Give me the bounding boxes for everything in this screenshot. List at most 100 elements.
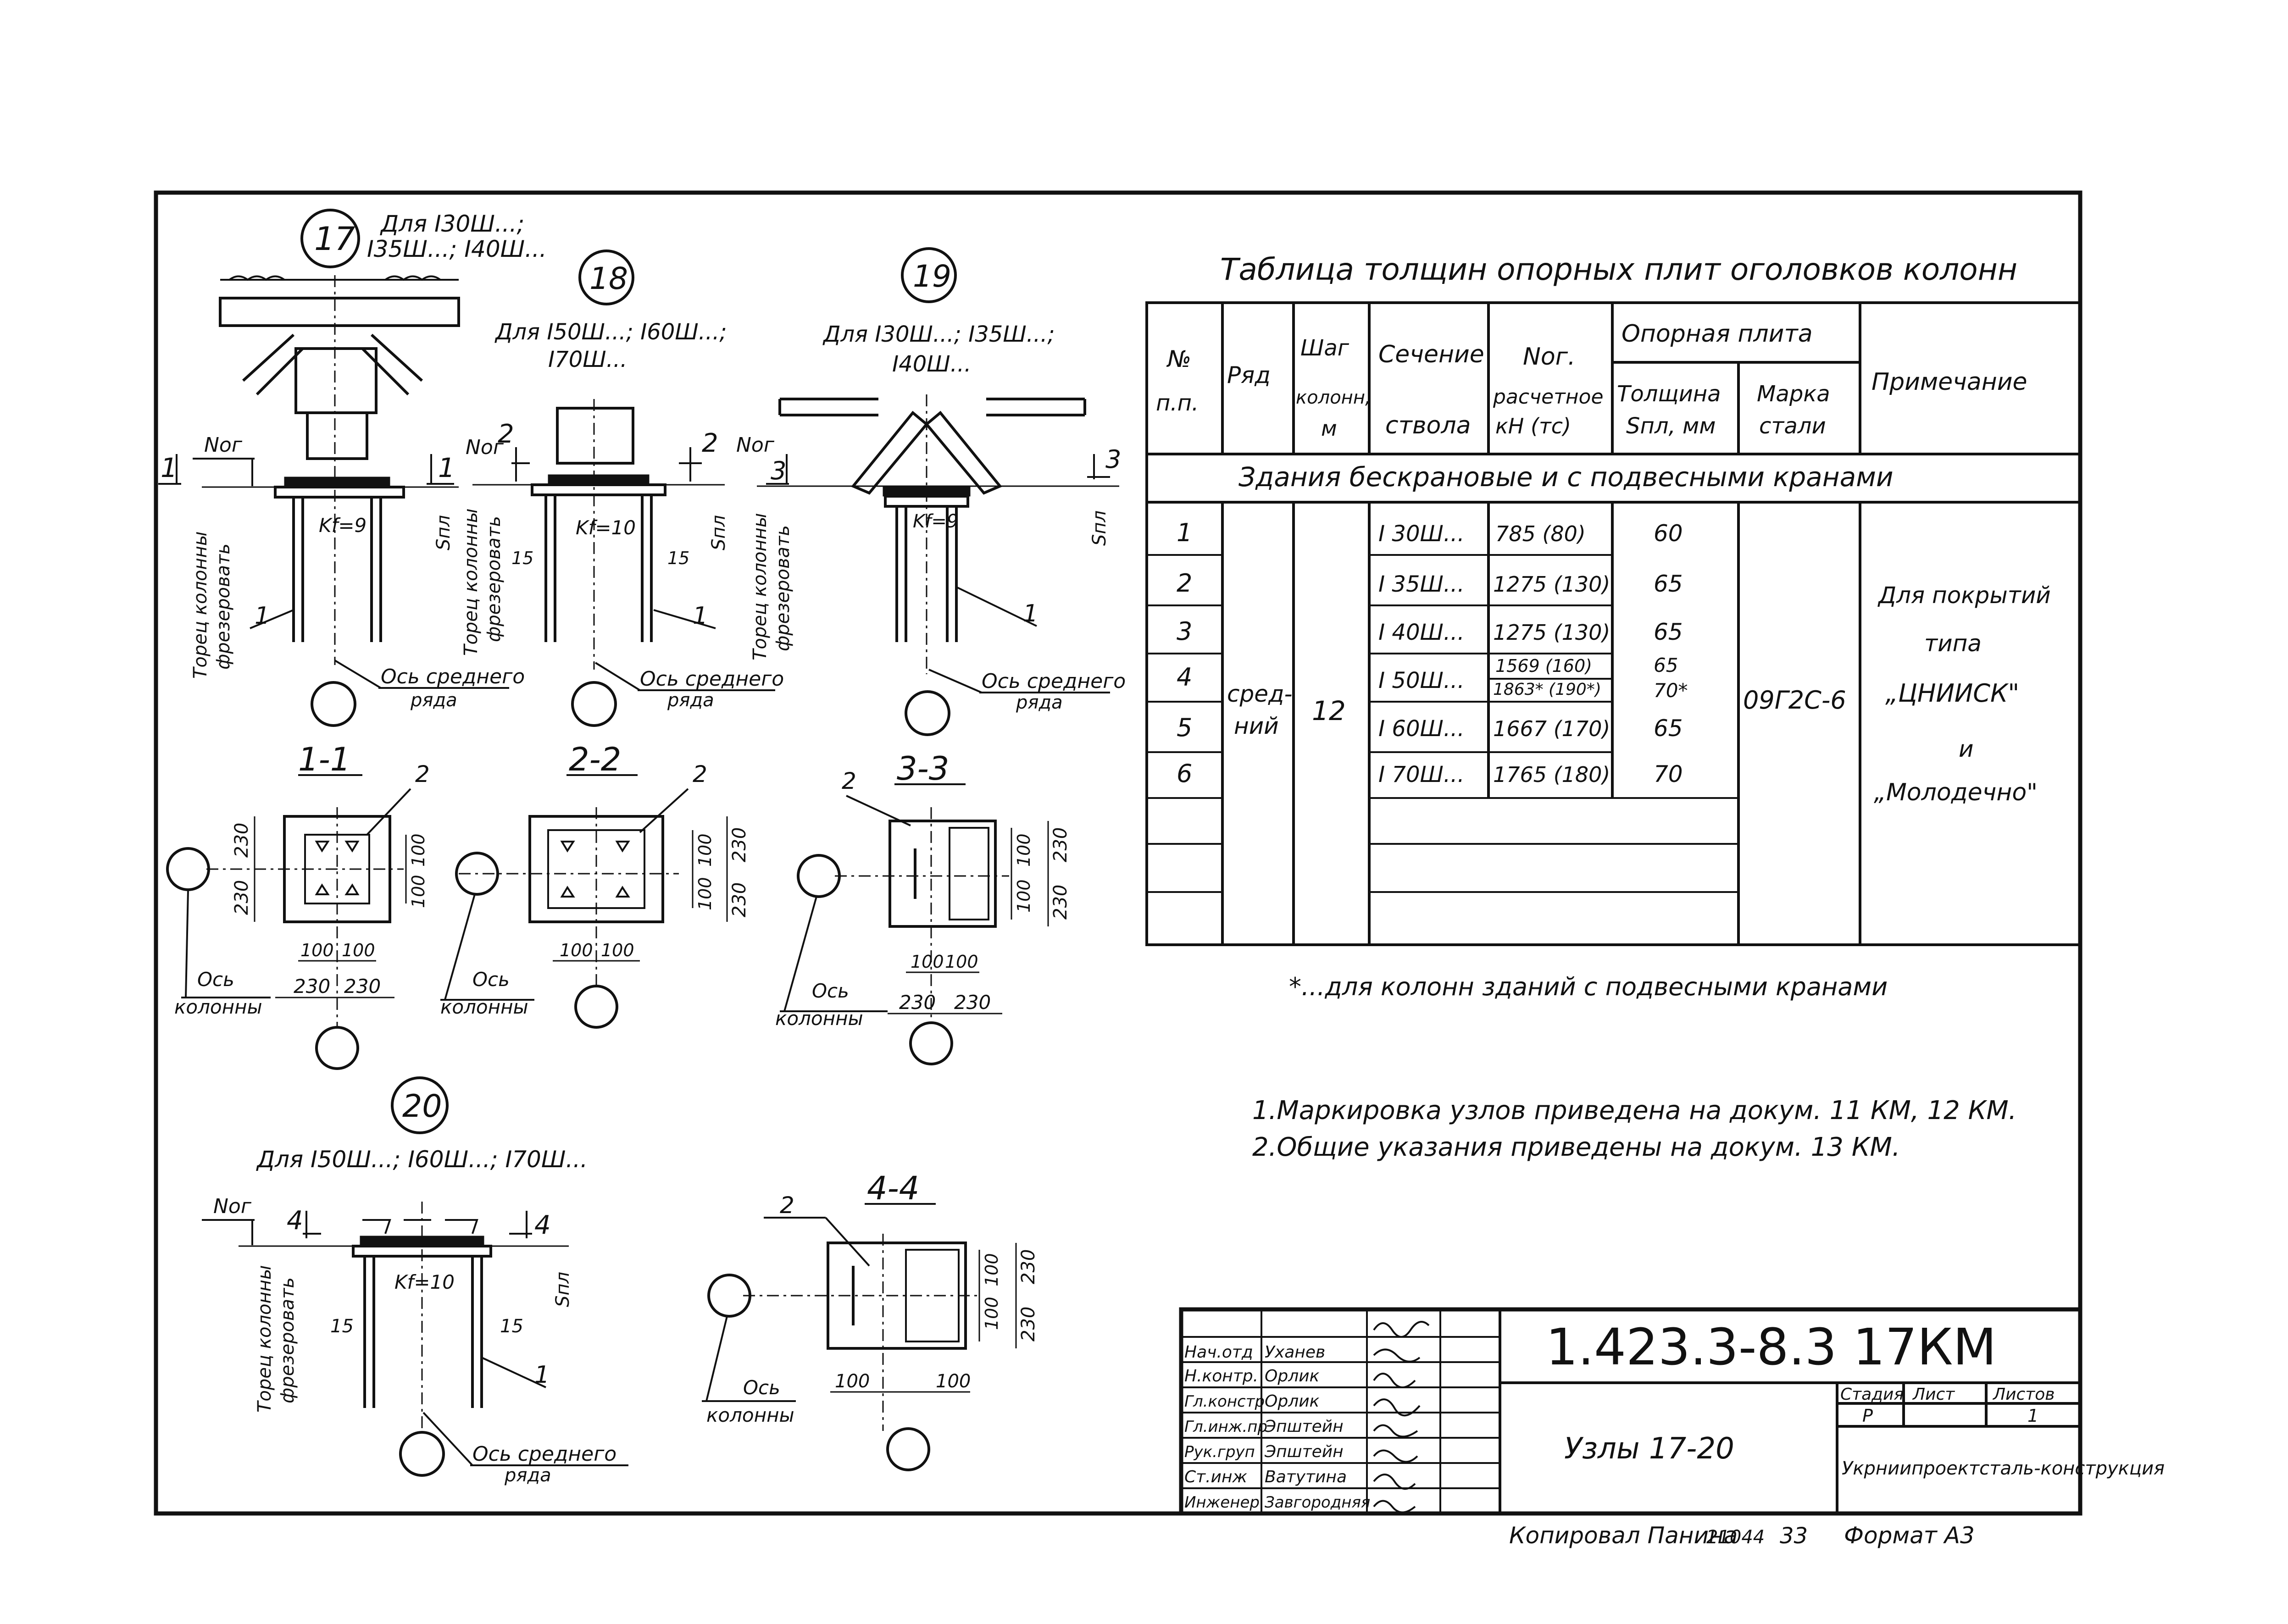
- section-1-1-axis-circle-b: [315, 1026, 359, 1070]
- node-18-axis-circle: [571, 681, 617, 727]
- node-18-nog: Nог: [466, 436, 504, 459]
- node-20-milled-1: Торец колонны: [254, 1265, 275, 1413]
- node-17-axis-circle: [311, 681, 356, 727]
- merged-row: сред-: [1227, 681, 1293, 707]
- merged-step: 12: [1312, 695, 1346, 726]
- row5-num: 5: [1177, 713, 1192, 742]
- node-17-weld: Kf=9: [319, 514, 367, 537]
- row2-force: 1275 (130): [1493, 572, 1610, 597]
- node-20-axis-circle: [399, 1431, 445, 1477]
- note-line-5: „Молодечно": [1874, 779, 2038, 806]
- node-17-axis-1: Ось среднего: [381, 665, 525, 688]
- s11-dim-vi-1: 100: [408, 833, 428, 867]
- merged-steel: 09Г2С-6: [1743, 686, 1846, 715]
- node-19-axis-2: ряда: [1016, 692, 1063, 713]
- row1-num: 1: [1177, 518, 1192, 547]
- footer-format: Формат А3: [1844, 1522, 1975, 1549]
- s22-dim-hi-1: 100: [560, 940, 593, 960]
- node-17-spl: Sпл: [433, 515, 454, 550]
- s22-dim-v-2: 230: [729, 882, 750, 917]
- title-block: Нач.отд Уханев Н.контр. Орлик Гл.констр …: [1179, 1307, 2165, 1516]
- footer-copied: Копировал Панина: [1509, 1522, 1738, 1549]
- node-17-marker: [300, 209, 360, 268]
- node-18-milled-2: фрезеровать: [483, 516, 505, 642]
- staff-role-5: Ст.инж: [1184, 1468, 1247, 1486]
- s33-dim-hi-2: 100: [945, 952, 978, 972]
- staff-role-3: Гл.инж.пр: [1184, 1418, 1267, 1436]
- node-20-axis-1: Ось среднего: [472, 1442, 616, 1466]
- row2-thickness: 65: [1654, 571, 1683, 597]
- s11-dim-h-1: 230: [294, 975, 330, 998]
- note-line-3: „ЦНИИСК": [1885, 679, 2019, 708]
- thickness-table: Таблица толщин опорных плит оголовков ко…: [1145, 252, 2082, 1001]
- th-thickness-1: Толщина: [1617, 381, 1721, 407]
- s11-dim-hi-2: 100: [342, 940, 375, 960]
- s44-axis-2: колонны: [706, 1404, 794, 1426]
- node-20-id: 20: [402, 1088, 442, 1125]
- node-17-nog: Nог: [204, 433, 243, 457]
- row5-force: 1667 (170): [1493, 716, 1610, 741]
- s22-dim-hi-2: 100: [601, 940, 634, 960]
- staff-name-0: Уханев: [1265, 1343, 1325, 1362]
- node-18-weld-15-l: 15: [511, 548, 533, 568]
- th-steel-2: стали: [1759, 413, 1826, 439]
- th-step-2: колонн,: [1296, 387, 1371, 408]
- s11-dim-h-2: 230: [344, 975, 381, 998]
- th-note: Примечание: [1871, 368, 2027, 396]
- row6-num: 6: [1177, 759, 1192, 788]
- row2-section: I 35Ш...: [1378, 571, 1465, 597]
- node-19-caption-2: I40Ш...: [892, 351, 971, 377]
- node-19-nog: Nог: [736, 433, 775, 457]
- row2-num: 2: [1177, 569, 1192, 598]
- s44-dim-v-2: 230: [1018, 1307, 1039, 1341]
- node-17-axis-2: ряда: [410, 690, 457, 711]
- note-line-2: типа: [1924, 630, 1982, 657]
- node-18-spl: Sпл: [708, 515, 729, 550]
- staff-role-0: Нач.отд: [1184, 1343, 1253, 1362]
- staff-role-4: Рук.груп: [1184, 1443, 1255, 1461]
- node-17: 17 Для I30Ш...; I35Ш...; I40Ш... Kf=9 Nо…: [158, 209, 547, 727]
- staff-role-6: Инженер: [1184, 1493, 1260, 1512]
- section-4-4-callout: 2: [780, 1192, 794, 1219]
- node-19-marker: [901, 247, 957, 303]
- note-line-4: и: [1959, 736, 1974, 762]
- drawing-code: 1.423.3-8.3 17КМ: [1546, 1318, 1996, 1376]
- staff-role-1: Н.контр.: [1184, 1367, 1258, 1386]
- s44-axis-1: Ось: [743, 1376, 780, 1399]
- node-18-weld: Kf=10: [576, 516, 636, 539]
- s11-axis-1: Ось: [197, 968, 234, 991]
- staff-name-1: Орлик: [1265, 1367, 1320, 1386]
- node-20-milled-2: фрезеровать: [277, 1277, 298, 1403]
- row4-thickness2: 70*: [1654, 679, 1688, 702]
- node-18-milled-1: Торец колонны: [461, 509, 482, 656]
- th-num-2: п.п.: [1156, 390, 1199, 416]
- node-20-caption-1: Для I50Ш...; I60Ш...; I70Ш...: [256, 1146, 588, 1173]
- s22-dim-v-1: 230: [729, 827, 750, 862]
- node-20-spl: Sпл: [552, 1272, 573, 1307]
- staff-name-5: Ватутина: [1265, 1468, 1347, 1486]
- s11-dim-v-1: 230: [231, 823, 252, 858]
- s44-dim-v-1: 230: [1018, 1249, 1039, 1284]
- section-1-1-axis-circle-l: [166, 847, 210, 891]
- node-20-cut-right: 4: [534, 1210, 551, 1240]
- table-footnote: *...для колонн зданий с подвесными крана…: [1289, 972, 1888, 1001]
- row1-thickness: 60: [1654, 520, 1683, 547]
- node-19-milled-2: фрезеровать: [772, 525, 794, 651]
- section-2-2-axis-circle-b: [574, 985, 618, 1029]
- section-1-1: 1-1 2 230 230 100 100 100 100 230 230 Ос…: [166, 741, 430, 1070]
- node-20-marker: [391, 1076, 449, 1134]
- node-17-cut-left: 1: [161, 452, 178, 483]
- s33-dim-h-1: 230: [899, 991, 936, 1014]
- node-19-cut-right: 3: [1105, 445, 1121, 474]
- merged-row-2: ний: [1234, 713, 1279, 739]
- row3-num: 3: [1177, 617, 1192, 646]
- node-18-marker: [578, 249, 634, 305]
- section-4-4-axis-circle-b: [886, 1427, 930, 1471]
- section-3-3: 3-3 2 100 100 230 230 100 100 230 230 Ос…: [775, 750, 1071, 1065]
- node-20-weld-15-r: 15: [500, 1316, 523, 1337]
- node-18-cut-left: 2: [498, 419, 514, 449]
- th-nog-3: кН (тс): [1495, 414, 1571, 438]
- row6-section: I 70Ш...: [1378, 762, 1465, 787]
- group-row: Здания бескрановые и с подвесными кранам…: [1238, 461, 1894, 493]
- s33-dim-h-2: 230: [954, 991, 991, 1014]
